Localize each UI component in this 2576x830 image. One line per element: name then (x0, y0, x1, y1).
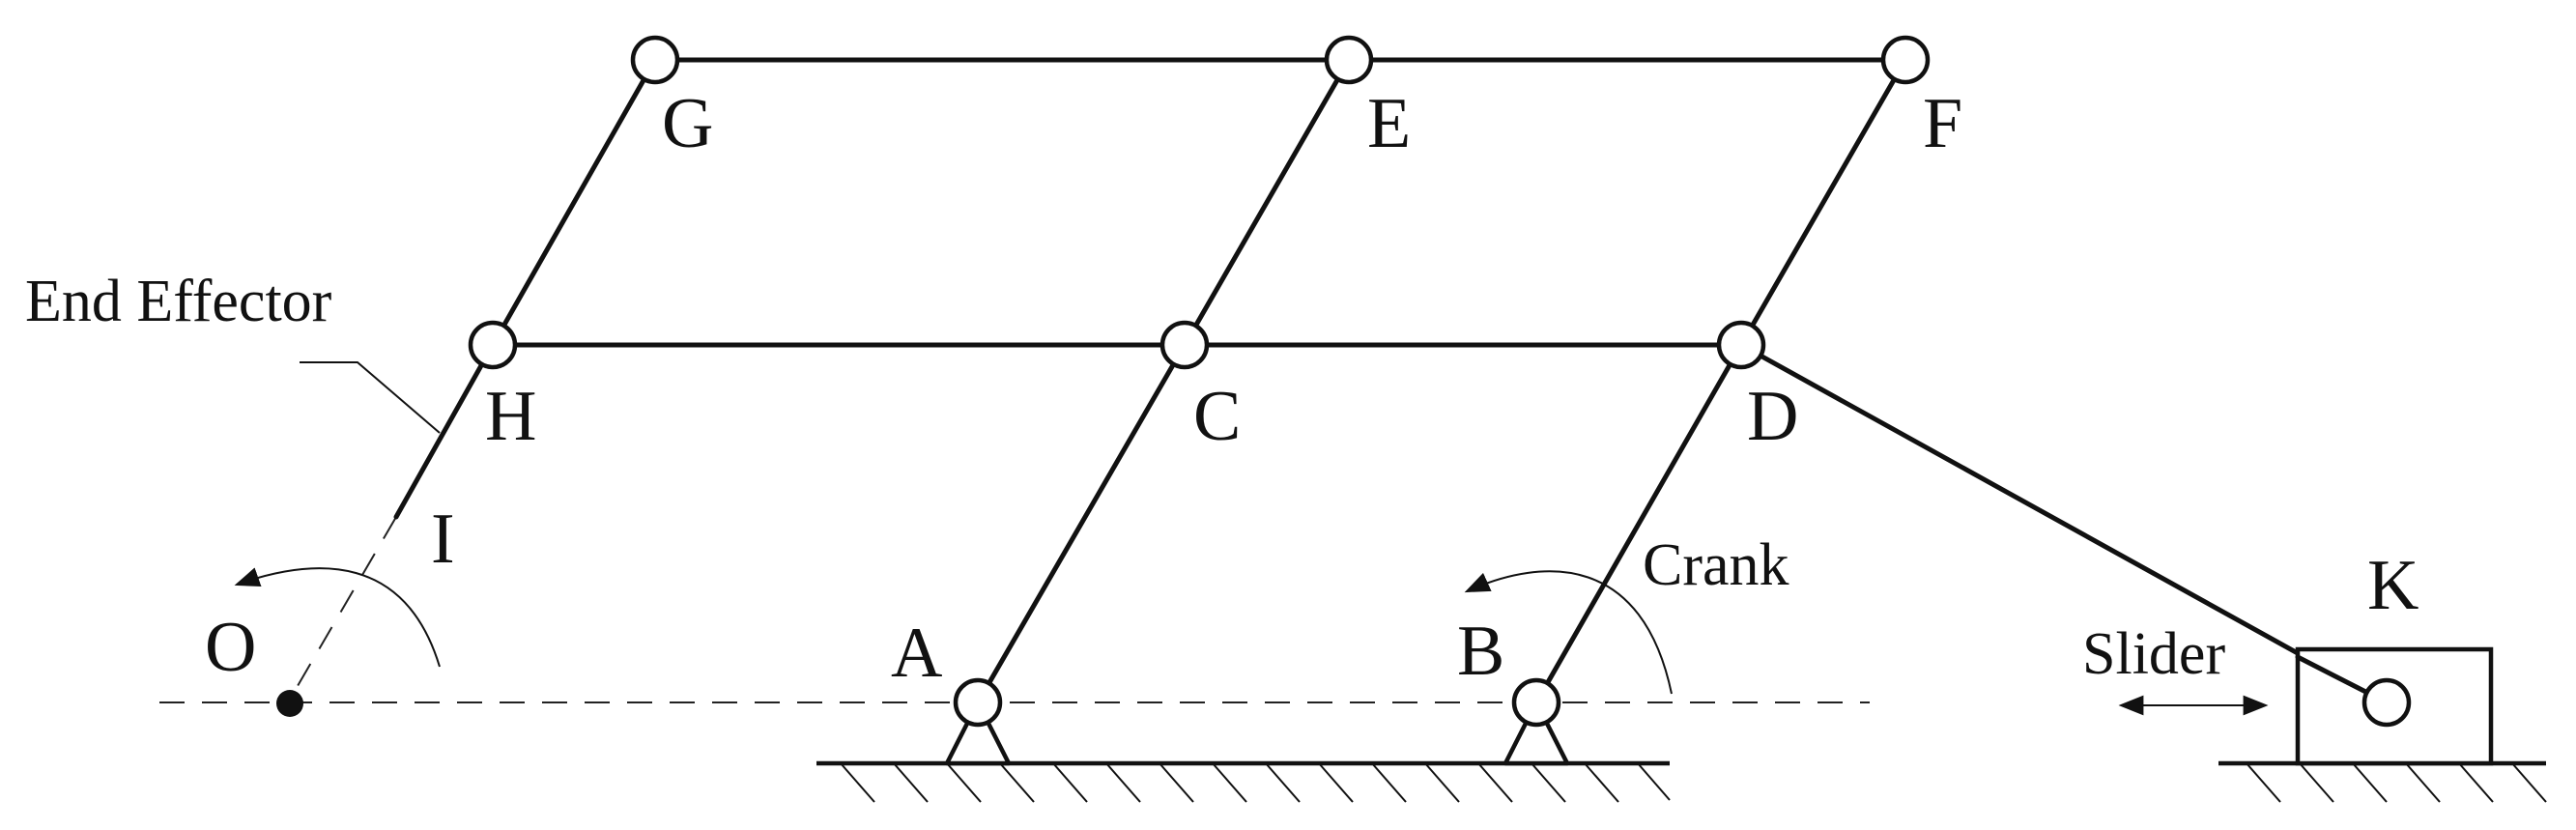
link-GH (490, 57, 658, 348)
annotation-end-effector: End Effector (25, 269, 332, 334)
label-F: F (1923, 84, 1962, 163)
label-D: D (1747, 377, 1798, 456)
label-H: H (485, 377, 536, 456)
end-effector-rotation-arrow (234, 567, 441, 668)
joint-F (1880, 35, 1931, 85)
joint-K (2361, 677, 2412, 728)
fixed-point-O (276, 690, 303, 717)
joint-B (1511, 677, 1561, 728)
end-effector-leader (300, 361, 441, 434)
label-C: C (1193, 377, 1241, 456)
end-effector-extension-line (287, 516, 397, 703)
joint-E (1324, 35, 1374, 85)
ground-hatching-main (840, 762, 1671, 803)
joint-A (953, 677, 1003, 728)
label-K: K (2367, 546, 2419, 625)
joint-C (1159, 320, 1210, 370)
joint-H (468, 320, 518, 370)
link-HI-end-effector (393, 342, 496, 520)
link-DB-crank (1533, 342, 1744, 705)
label-O: O (205, 608, 256, 687)
crank-rotation-arrow (1464, 570, 1673, 695)
annotation-crank: Crank (1643, 532, 1789, 598)
link-FD (1738, 57, 1908, 348)
link-EC (1182, 57, 1352, 348)
label-I: I (431, 500, 455, 579)
label-B: B (1457, 612, 1504, 691)
label-E: E (1367, 84, 1411, 163)
joint-D (1716, 320, 1766, 370)
joint-G (630, 35, 680, 85)
link-CA (975, 342, 1188, 705)
pivot-support-B (1503, 700, 1570, 766)
pivot-support-A (944, 700, 1012, 766)
link-DK-coupler (1738, 342, 2390, 705)
label-G: G (662, 84, 713, 163)
ground-hatching-slider (2246, 762, 2547, 803)
annotation-slider: Slider (2082, 621, 2225, 687)
label-A: A (891, 614, 942, 693)
